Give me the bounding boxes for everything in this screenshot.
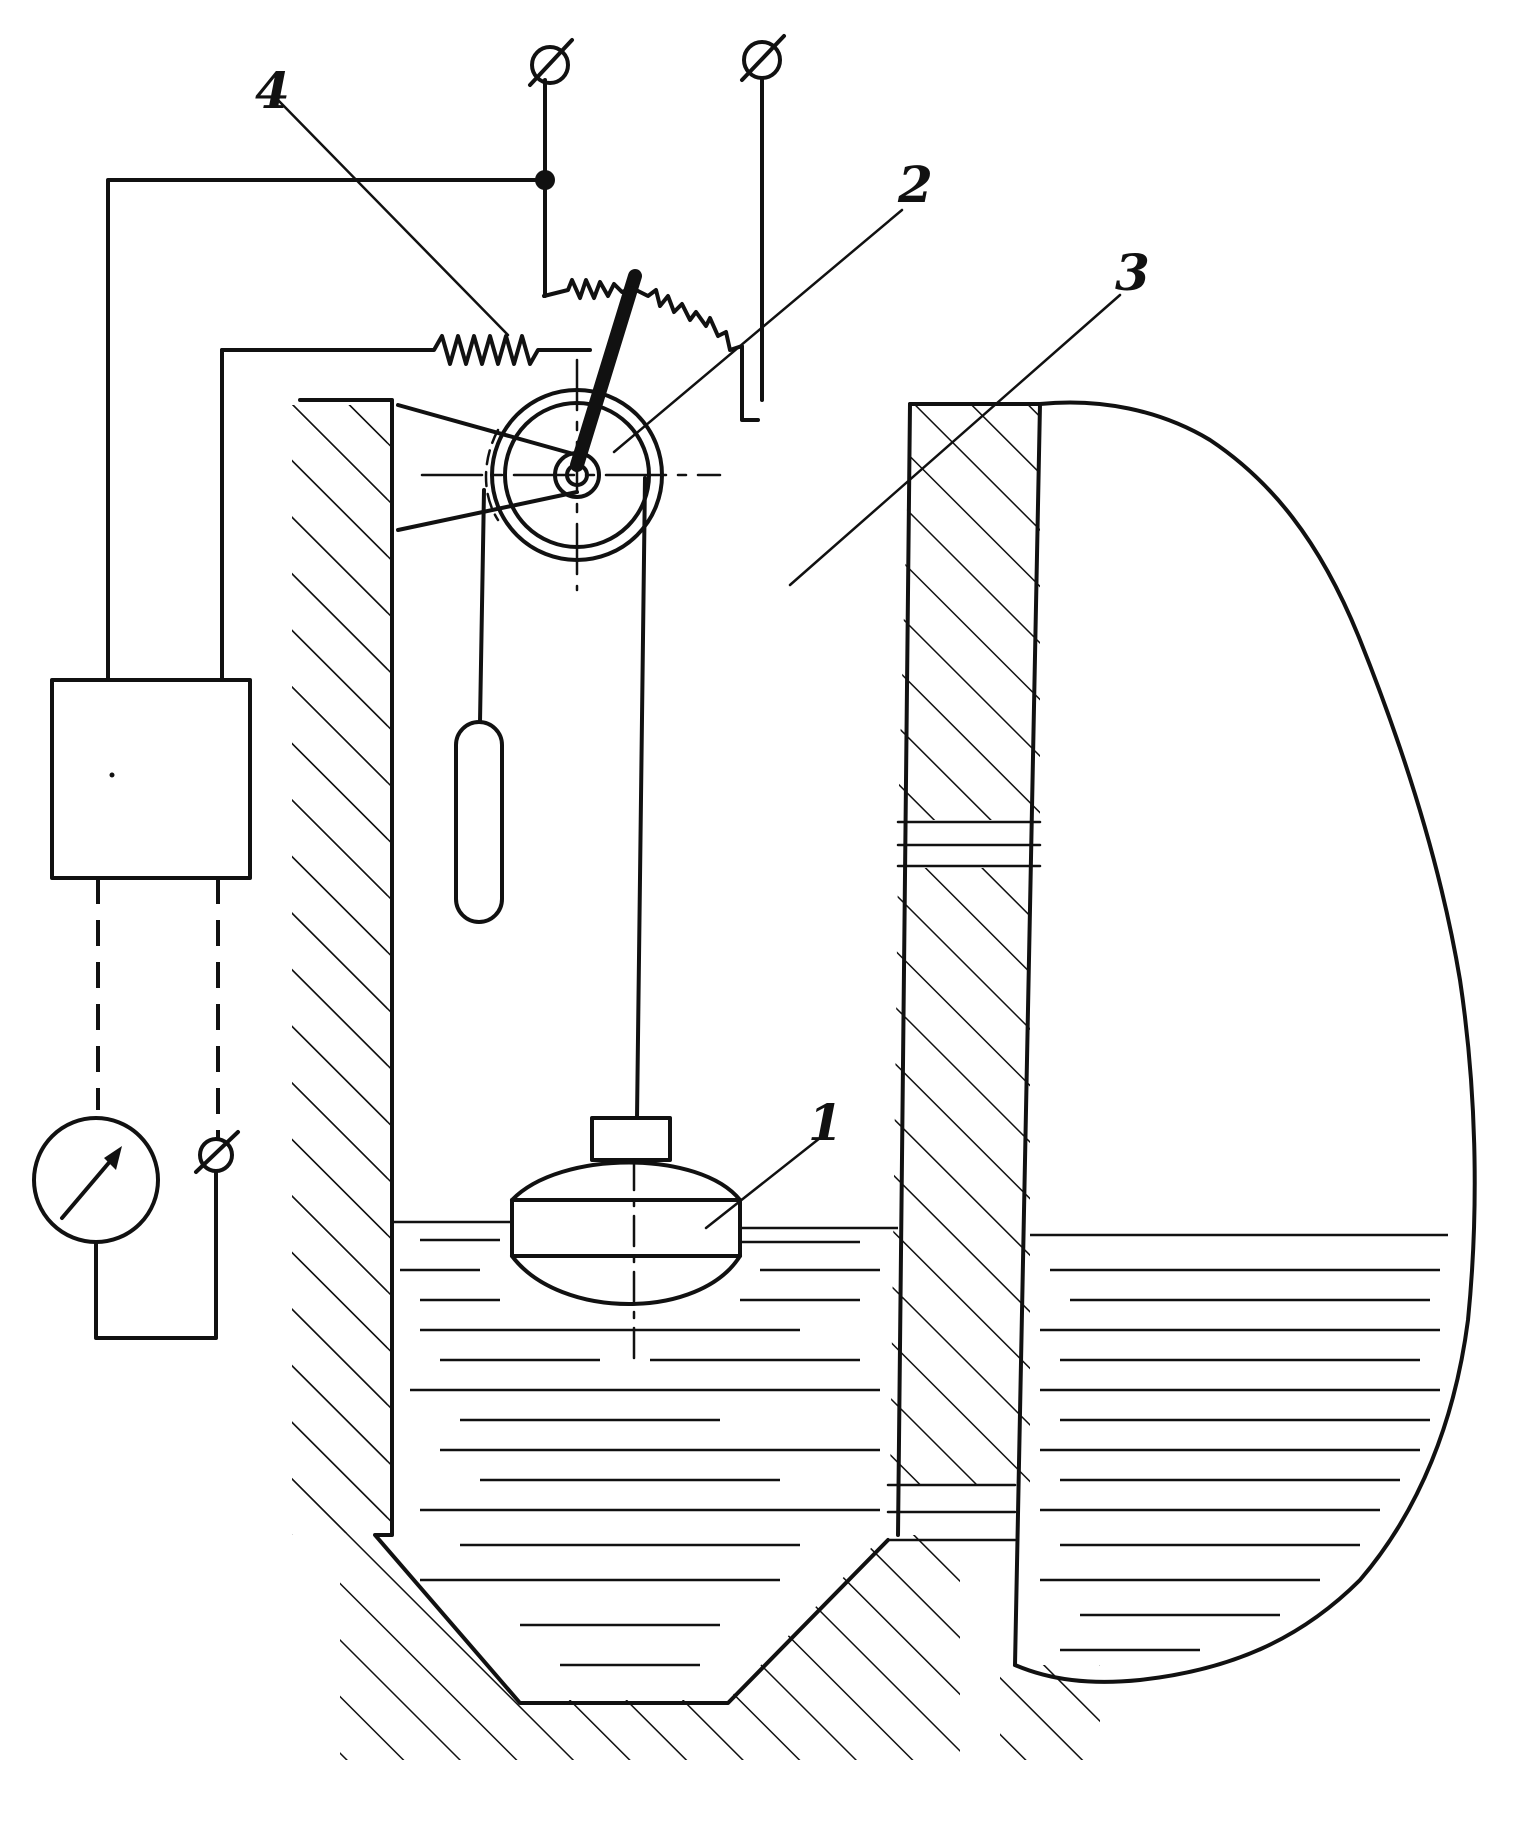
leader-lines <box>276 98 1122 1230</box>
meter-gauge <box>32 1116 160 1244</box>
label-3: 3 <box>1115 243 1150 302</box>
partition-wall <box>886 402 1100 1760</box>
counterweight-cable <box>478 488 486 724</box>
pulley-bracket <box>396 403 579 532</box>
main-tank-outline <box>1013 400 1477 1684</box>
dashed-transmission-lines <box>96 878 220 1138</box>
float-cable <box>635 476 647 1120</box>
terminal-top-left <box>528 38 574 87</box>
water-body <box>400 1238 1440 1667</box>
slider-resistor <box>220 334 592 366</box>
label-1: 1 <box>808 1093 843 1152</box>
counterweight <box>454 720 504 924</box>
float <box>510 1116 742 1360</box>
rheostat-slider-arm <box>570 269 642 472</box>
label-2: 2 <box>897 155 933 214</box>
pulley <box>420 358 722 592</box>
meter-return-wire <box>94 1170 218 1340</box>
wire-junction <box>535 170 555 190</box>
converter-box <box>50 678 252 880</box>
rheostat-resistor-coil <box>542 278 760 422</box>
left-wall <box>292 398 960 1760</box>
label-4: 4 <box>255 61 290 120</box>
water-surface-left <box>392 1220 898 1230</box>
circuit-wiring <box>106 78 764 682</box>
terminal-top-right <box>740 34 786 82</box>
